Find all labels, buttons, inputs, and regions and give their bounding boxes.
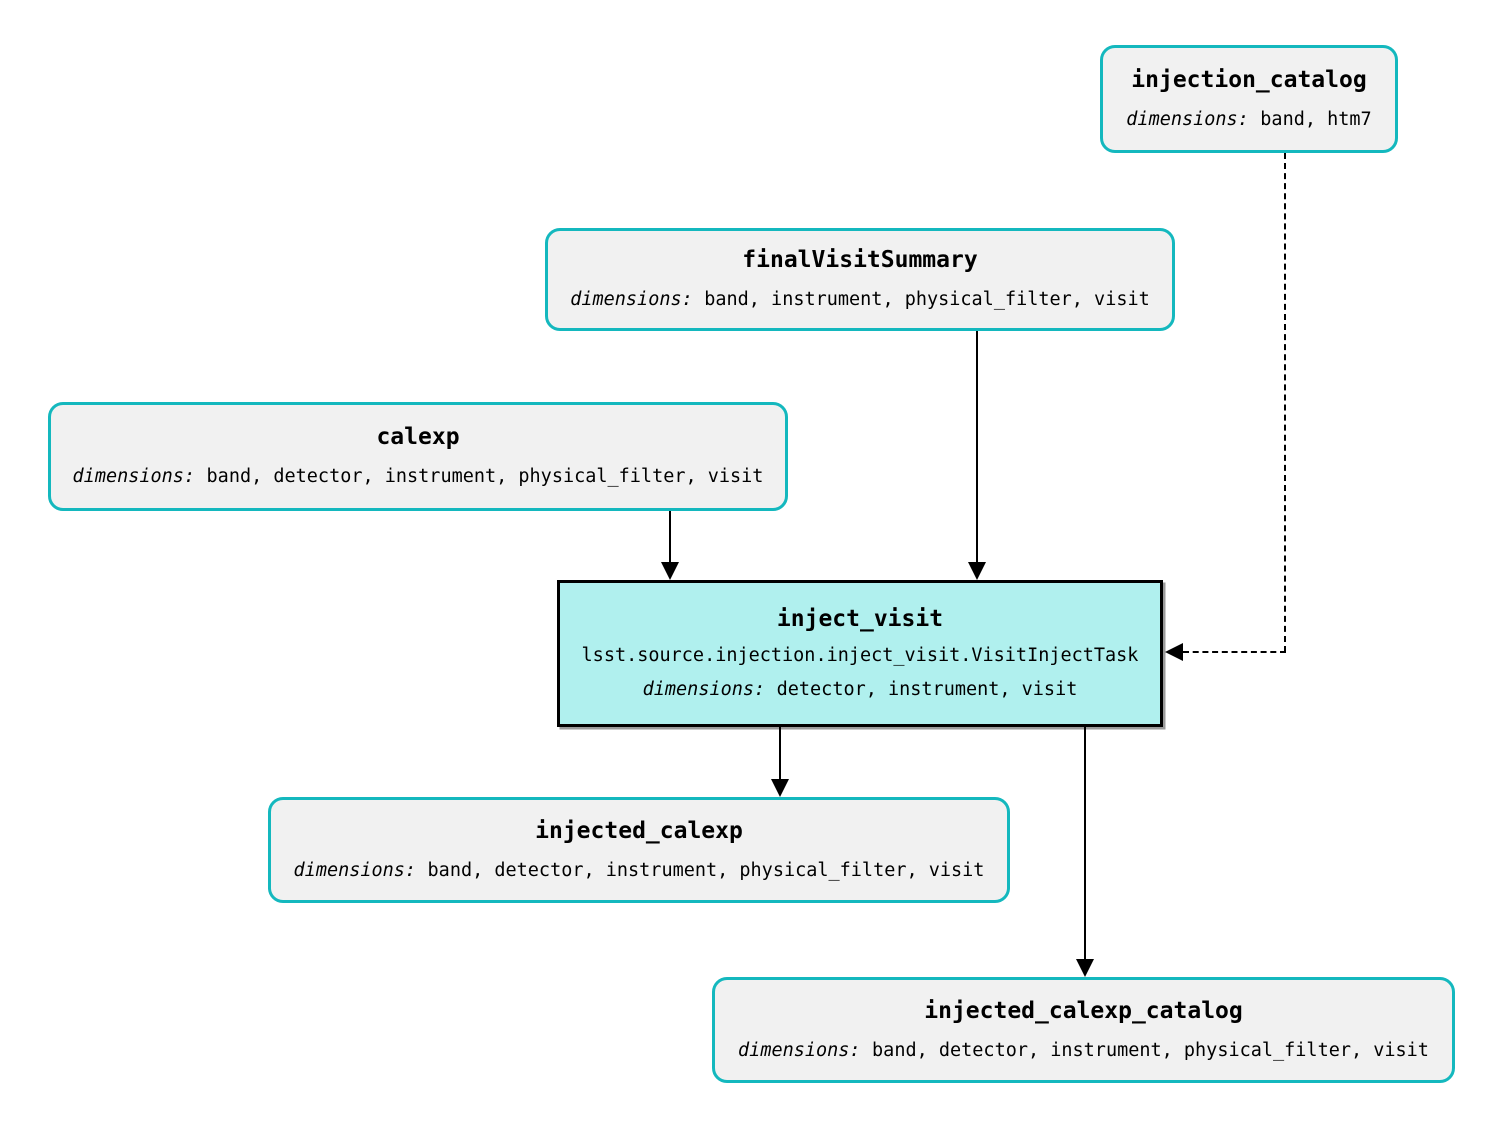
node-calexp: calexp dimensions: band, detector, instru… [48,402,788,511]
node-dimensions: dimensions: band, instrument, physical_fi… [570,290,1150,310]
edge-finalvisitsummary-to-inject-visit [976,331,978,563]
dimensions-value: band, detector, instrument, physical_fil… [206,466,764,488]
dimensions-label: dimensions: [642,679,766,701]
node-dimensions: dimensions: band, detector, instrument, p… [738,1039,1429,1061]
node-dimensions: dimensions: band, detector, instrument, p… [293,859,985,881]
node-title: finalVisitSummary [742,247,978,274]
dimensions-label: dimensions: [1126,108,1249,130]
node-dimensions: dimensions: band, htm7 [1126,108,1372,130]
edge-calexp-to-inject-visit [669,511,671,563]
node-finalVisitSummary: finalVisitSummary dimensions: band, instr… [545,228,1175,331]
node-injected-calexp: injected_calexp dimensions: band, detecto… [268,797,1010,903]
dimensions-label: dimensions: [570,289,693,311]
node-injected-calexp-catalog: injected_calexp_catalog dimensions: band,… [712,977,1455,1083]
node-title: injected_calexp_catalog [924,997,1243,1024]
task-class-path: lsst.source.injection.inject_visit.Visit… [581,644,1139,666]
node-title: injection_catalog [1131,66,1367,93]
edge-inject-visit-to-injected-calexp [779,727,781,780]
dimensions-value: band, detector, instrument, physical_fil… [872,1039,1429,1061]
dimensions-label: dimensions: [293,859,417,881]
dimensions-value: band, instrument, physical_filter, visit [704,289,1150,311]
node-title: inject_visit [776,605,944,632]
arrowhead-down-icon [661,562,679,580]
node-injection-catalog: injection_catalog dimensions: band, htm7 [1100,45,1398,153]
node-inject-visit-task: inject_visit lsst.source.injection.injec… [557,580,1163,727]
dimensions-value: band, htm7 [1260,108,1372,130]
edge-injection-catalog-to-inject-visit [1284,153,1286,652]
dimensions-value: detector, instrument, visit [776,679,1078,701]
node-title: injected_calexp [535,817,743,844]
arrowhead-down-icon [771,779,789,797]
node-title: calexp [376,424,460,451]
node-dimensions: dimensions: detector, instrument, visit [642,679,1078,701]
arrowhead-down-icon [1076,959,1094,977]
edge-inject-visit-to-injected-calexp-catalog [1084,727,1086,960]
arrowhead-down-icon [968,562,986,580]
dimensions-value: band, detector, instrument, physical_fil… [427,859,985,881]
dimensions-label: dimensions: [72,466,196,488]
node-dimensions: dimensions: band, detector, instrument, p… [73,467,764,487]
edge-injection-catalog-to-inject-visit [1183,651,1286,653]
dimensions-label: dimensions: [738,1039,861,1061]
arrowhead-left-icon [1165,643,1183,661]
